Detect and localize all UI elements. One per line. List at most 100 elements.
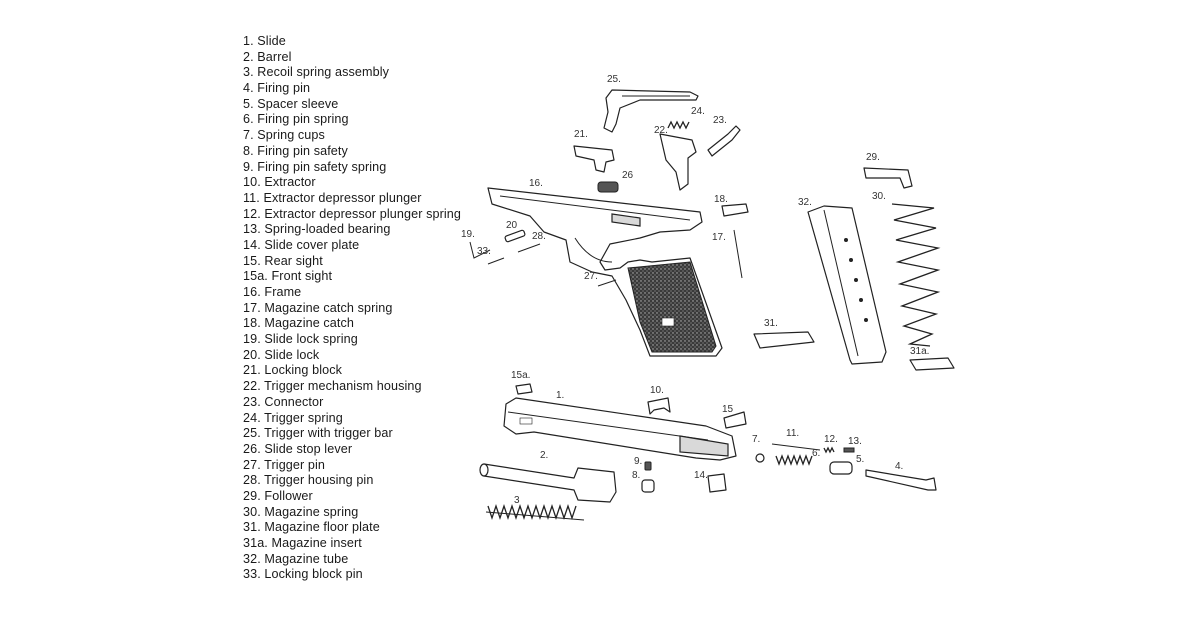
firing-pin-safety-part — [641, 479, 655, 493]
callout-27: 27. — [584, 271, 598, 282]
slide-lock-spring-part — [469, 241, 491, 259]
legend-item: 31. Magazine floor plate — [243, 520, 380, 535]
callout-5: 5. — [856, 454, 864, 465]
legend-item: 31a. Magazine insert — [243, 536, 362, 550]
legend-item: 4. Firing pin — [243, 81, 311, 96]
frame-part — [487, 187, 723, 357]
legend-item: 26. Slide stop lever — [243, 441, 353, 456]
extractor-part — [647, 397, 671, 415]
callout-31: 31. — [764, 318, 778, 329]
legend-item: 24. Trigger spring — [243, 410, 343, 425]
callout-12: 12. — [824, 434, 838, 445]
callout-31a: 31a. — [910, 346, 929, 357]
legend-item: 14. Slide cover plate — [243, 237, 360, 252]
magazine-floor-plate-part — [753, 331, 815, 349]
locking-block-pin-part — [487, 257, 505, 265]
magazine-insert-part — [909, 357, 955, 371]
slide-stop-lever-part — [597, 181, 619, 193]
callout-25: 25. — [607, 74, 621, 85]
callout-3: 3 — [514, 495, 520, 506]
firing-pin-part — [865, 469, 937, 491]
front-sight-part — [515, 383, 533, 395]
legend-item: 2. Barrel — [243, 49, 292, 64]
callout-28: 28. — [532, 231, 546, 242]
callout-10: 10. — [650, 385, 664, 396]
callout-7: 7. — [752, 434, 760, 445]
legend-item: 22. Trigger mechanism housing — [243, 379, 422, 394]
spacer-sleeve-part — [829, 461, 853, 475]
legend-item: 7. Spring cups — [243, 128, 325, 143]
legend-item: 28. Trigger housing pin — [243, 473, 374, 488]
callout-29: 29. — [866, 152, 880, 163]
legend-item: 20. Slide lock — [243, 347, 320, 362]
legend-item: 18. Magazine catch — [243, 316, 355, 331]
legend-item: 15a. Front sight — [243, 269, 333, 284]
slide-part — [503, 397, 737, 461]
legend-item: 5. Spacer sleeve — [243, 96, 339, 111]
callout-26: 26 — [622, 170, 634, 181]
callout-16: 16. — [529, 178, 543, 189]
callout-13: 13. — [848, 436, 862, 447]
callout-32: 32. — [798, 197, 812, 208]
callout-17: 17. — [712, 232, 726, 243]
trigger-pin-part — [597, 279, 617, 287]
spring-cups-part — [755, 453, 765, 463]
callout-15a: 15a. — [511, 370, 530, 381]
legend-item: 9. Firing pin safety spring — [243, 159, 387, 174]
magazine-catch-spring-part — [733, 229, 743, 279]
magazine-spring-part — [891, 203, 941, 347]
magazine-tube-part — [807, 205, 887, 365]
callout-11: 11. — [786, 428, 799, 439]
callout-19: 19. — [461, 229, 475, 240]
magazine-catch-part — [721, 203, 749, 217]
callout-20: 20 — [506, 220, 518, 231]
legend-item: 19. Slide lock spring — [243, 332, 358, 347]
follower-part — [863, 167, 913, 189]
parts-legend: 1. Slide 2. Barrel 3. Recoil spring asse… — [243, 34, 461, 583]
firing-pin-safety-spring-part — [644, 461, 652, 471]
legend-item: 30. Magazine spring — [243, 504, 359, 519]
callout-4: 4. — [895, 461, 903, 472]
legend-item: 1. Slide — [243, 34, 286, 48]
legend-item: 25. Trigger with trigger bar — [243, 426, 393, 441]
callout-15: 15 — [722, 404, 734, 415]
callout-6: 6. — [812, 448, 820, 459]
extractor-plunger-spring-part — [823, 446, 835, 454]
trigger-bar-part — [603, 89, 699, 133]
callout-1: 1. — [556, 390, 564, 401]
callout-9: 9. — [634, 456, 642, 467]
trigger-housing-part — [659, 133, 697, 191]
spring-loaded-bearing-part — [843, 447, 855, 453]
extractor-plunger-part — [771, 443, 821, 451]
slide-lock-part — [504, 229, 526, 243]
firing-pin-spring-part — [775, 454, 813, 466]
trigger-spring-part — [667, 120, 690, 130]
callout-14: 14. — [694, 470, 708, 481]
legend-item: 16. Frame — [243, 285, 302, 299]
slide-cover-plate-part — [707, 473, 727, 493]
legend-item: 10. Extractor — [243, 175, 316, 190]
callout-21: 21. — [574, 129, 588, 140]
callout-23: 23. — [713, 115, 727, 126]
callout-30: 30. — [872, 191, 886, 202]
legend-item: 8. Firing pin safety — [243, 143, 348, 158]
legend-item: 33. Locking block pin — [243, 567, 363, 582]
callout-2: 2. — [540, 450, 548, 461]
legend-item: 27. Trigger pin — [243, 457, 326, 472]
legend-item: 15. Rear sight — [243, 253, 323, 268]
legend-item: 3. Recoil spring assembly — [243, 65, 389, 80]
legend-item: 11. Extractor depressor plunger — [243, 190, 422, 205]
barrel-part — [479, 463, 617, 503]
legend-item: 12. Extractor depressor plunger spring — [243, 206, 462, 221]
rear-sight-part — [723, 411, 747, 429]
legend-item: 23. Connector — [243, 394, 324, 409]
callout-33: 33. — [477, 246, 491, 257]
callout-24: 24. — [691, 106, 705, 117]
legend-item: 6. Firing pin spring — [243, 112, 349, 127]
legend-item: 29. Follower — [243, 488, 313, 503]
callout-22: 22. — [654, 125, 668, 136]
connector-part — [707, 125, 741, 157]
legend-item: 17. Magazine catch spring — [243, 300, 393, 315]
callout-18: 18. — [714, 194, 728, 205]
